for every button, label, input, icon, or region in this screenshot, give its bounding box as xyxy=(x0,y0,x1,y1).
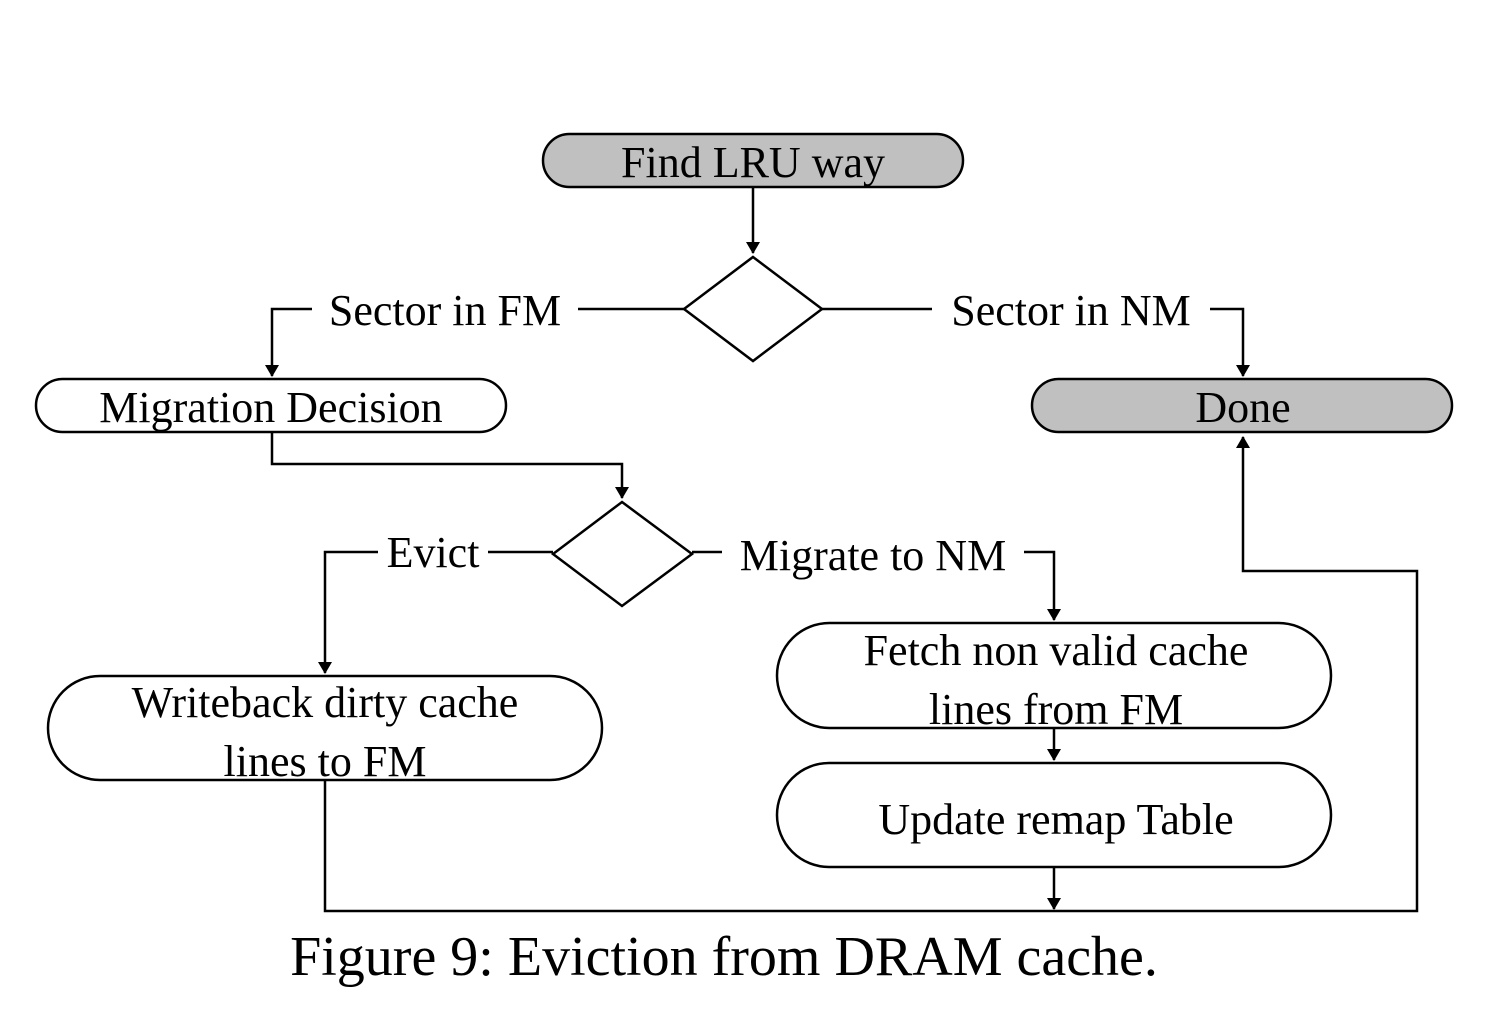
update-remap-label: Update remap Table xyxy=(878,795,1233,844)
fetch-label-line1: Fetch non valid cache xyxy=(864,626,1249,675)
find-lru-way-label: Find LRU way xyxy=(621,138,885,187)
node-fetch: Fetch non valid cache lines from FM xyxy=(775,621,1333,734)
writeback-label-line1: Writeback dirty cache xyxy=(132,678,519,727)
edge-sector-fm-2 xyxy=(265,307,312,377)
edge-label-evict: Evict xyxy=(387,528,480,577)
node-find-lru-way: Find LRU way xyxy=(541,132,965,189)
edge-label-sector-in-fm: Sector in FM xyxy=(329,286,561,335)
fetch-label-line2: lines from FM xyxy=(929,685,1183,734)
node-migration-decision: Migration Decision xyxy=(34,377,508,434)
migration-decision-label: Migration Decision xyxy=(99,383,442,432)
figure-caption: Figure 9: Eviction from DRAM cache. xyxy=(290,926,1158,988)
edge-evict-2 xyxy=(318,550,378,674)
edge-label-sector-in-nm: Sector in NM xyxy=(951,286,1191,335)
edge-migrate-2 xyxy=(1024,550,1061,621)
node-done: Done xyxy=(1030,377,1454,434)
writeback-label-line2: lines to FM xyxy=(224,737,427,786)
connectors xyxy=(265,187,1419,913)
node-writeback: Writeback dirty cache lines to FM xyxy=(46,674,604,786)
decision-sector-location xyxy=(681,255,825,363)
edge-migration-to-decision2 xyxy=(270,432,629,499)
edge-label-migrate-to-nm: Migrate to NM xyxy=(740,531,1006,580)
node-update-remap: Update remap Table xyxy=(775,761,1333,869)
decision-migration xyxy=(550,500,695,608)
edge-writeback-to-done xyxy=(323,436,1419,913)
done-label: Done xyxy=(1195,383,1290,432)
edge-sector-nm-2 xyxy=(1210,307,1250,377)
